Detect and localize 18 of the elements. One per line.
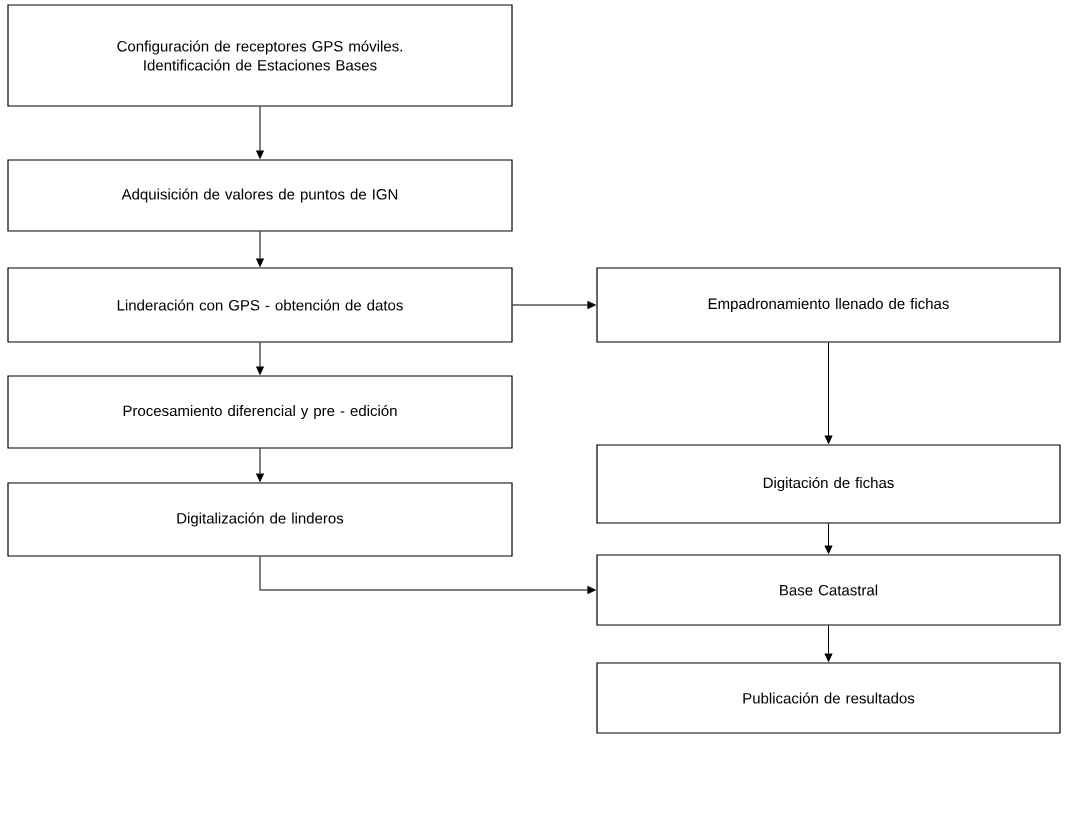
- arrow: [824, 342, 833, 444]
- arrow: [824, 625, 833, 662]
- arrow: [256, 106, 264, 159]
- process-box: Procesamiento diferencial y pre - edición: [7, 375, 513, 449]
- process-box: Publicación de resultados: [596, 662, 1061, 734]
- process-box: Configuración de receptores GPS móviles. Identificación de Estaciones Bases: [7, 4, 513, 107]
- process-box: Linderación con GPS - obtención de datos: [7, 267, 513, 343]
- arrow: [256, 231, 264, 267]
- arrow: [824, 523, 833, 554]
- arrow: [512, 301, 596, 309]
- process-box: Digitalización de linderos: [7, 482, 513, 557]
- arrow: [256, 342, 264, 375]
- arrow: [256, 448, 264, 482]
- process-box: Empadronamiento llenado de fichas: [596, 267, 1061, 343]
- process-box: Adquisición de valores de puntos de IGN: [7, 159, 513, 232]
- arrow: [259, 556, 596, 594]
- process-box: Base Catastral: [596, 554, 1061, 626]
- process-box: Digitación de fichas: [596, 444, 1061, 524]
